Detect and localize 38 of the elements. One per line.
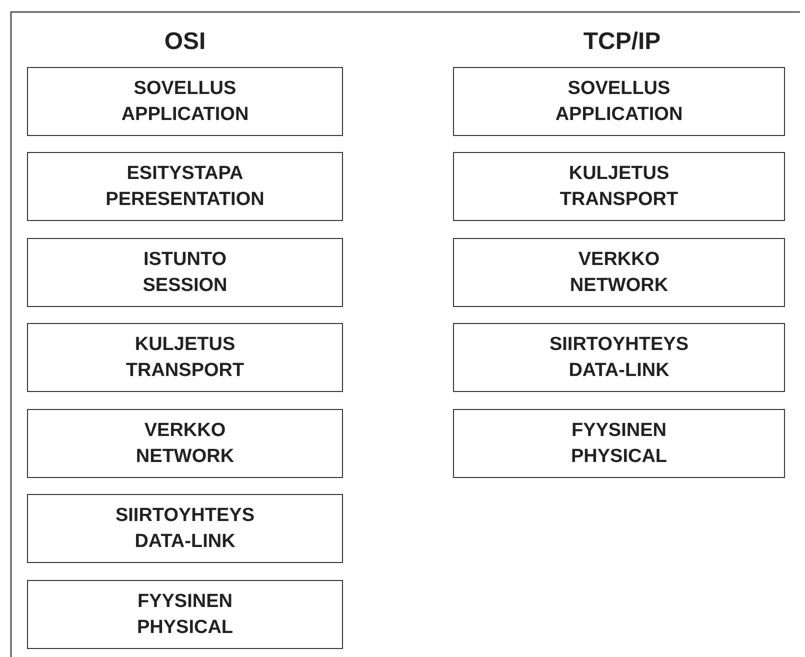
layer-box [453, 323, 785, 392]
layer-name: APPLICATION [121, 102, 249, 126]
layer-box [27, 323, 343, 392]
layer-name: SIIRTOYHTEYS [115, 504, 254, 528]
layer-name: DATA-LINK [134, 530, 236, 554]
layer-name: SOVELLUS [568, 76, 670, 100]
layer-name: SESSION [142, 274, 228, 298]
layer-name: VERKKO [578, 248, 660, 272]
layer-name: ISTUNTO [143, 248, 227, 272]
layer-name: FYYSINEN [137, 590, 233, 614]
layer-box [453, 238, 785, 307]
layer-name: ESITYSTAPA [126, 162, 244, 186]
layer-name: PHYSICAL [136, 616, 234, 640]
layer-name: SOVELLUS [134, 76, 236, 100]
layer-name: NETWORK [136, 444, 234, 468]
layer-box [27, 580, 343, 649]
layer-name: TRANSPORT [560, 188, 678, 212]
layer-box [27, 152, 343, 221]
layer-name: PHYSICAL [570, 444, 668, 468]
layer-name: KULJETUS [568, 162, 670, 186]
layer-box [453, 152, 785, 221]
layer-box [27, 67, 343, 136]
column-heading: TCP/IP [583, 28, 661, 56]
layer-name: APPLICATION [555, 102, 683, 126]
layer-name: SIIRTOYHTEYS [549, 332, 688, 356]
layer-box [453, 67, 785, 136]
layer-name: TRANSPORT [126, 358, 244, 382]
layer-name: VERKKO [144, 418, 226, 442]
layer-name: FYYSINEN [571, 418, 667, 442]
layer-name: NETWORK [570, 274, 668, 298]
layer-name: PERESENTATION [106, 188, 264, 212]
layer-box [453, 409, 785, 478]
layer-box [27, 409, 343, 478]
layer-box [27, 494, 343, 563]
layer-name: DATA-LINK [568, 358, 670, 382]
layer-box [27, 238, 343, 307]
column-heading: OSI [164, 28, 206, 56]
layer-name: KULJETUS [134, 332, 236, 356]
